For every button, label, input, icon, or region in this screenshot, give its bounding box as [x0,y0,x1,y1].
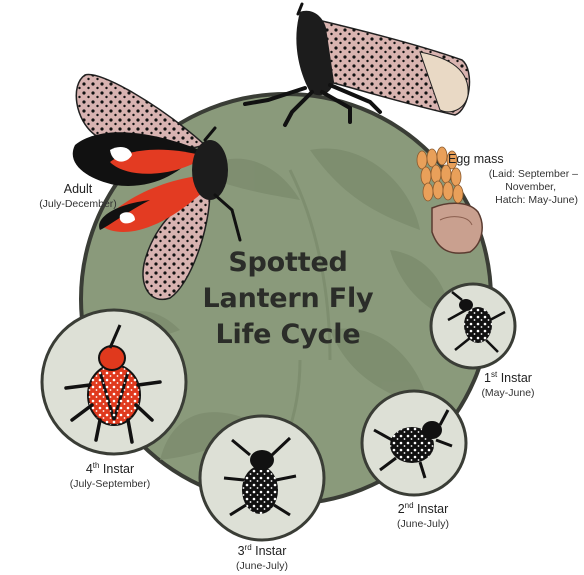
adult-label: Adult (July-December) [28,182,128,211]
instar1-label-dates: (May-June) [458,387,558,400]
instar2-label: 2nd Instar (June-July) [373,502,473,531]
instar3-circle [200,416,324,540]
instar2-circle [362,391,466,495]
title-line-2: Lantern Fly [168,281,408,317]
instar3-ordinal: rd [245,543,252,552]
instar3-label-dates: (June-July) [212,560,312,573]
instar4-word: Instar [99,462,134,476]
instar1-label: 1st Instar (May-June) [458,371,558,400]
instar4-label-name: 4th Instar [50,462,170,478]
instar4-number: 4 [86,462,93,476]
instar4-label-dates: (July-September) [50,478,170,491]
instar3-label-name: 3rd Instar [212,544,312,560]
instar3-word: Instar [252,544,287,558]
adult-label-name: Adult [28,182,128,198]
instar2-label-name: 2nd Instar [373,502,473,518]
instar4-circle [42,310,186,454]
instar2-ordinal: nd [405,501,414,510]
diagram-title: Spotted Lantern Fly Life Cycle [168,245,408,353]
instar1-number: 1 [484,371,491,385]
instar1-word: Instar [497,371,532,385]
instar1-label-name: 1st Instar [458,371,558,387]
instar2-number: 2 [398,502,405,516]
instar3-number: 3 [238,544,245,558]
instar4-label: 4th Instar (July-September) [50,462,170,491]
egg-mass-label: Egg mass (Laid: September – November, Ha… [448,152,578,207]
instar2-word: Instar [414,502,449,516]
egg-mass-label-name: Egg mass [448,152,578,168]
egg-mass-dates-line-3: Hatch: May-June) [448,194,578,207]
title-line-1: Spotted [168,245,408,281]
title-line-3: Life Cycle [168,317,408,353]
instar2-label-dates: (June-July) [373,518,473,531]
instar3-label: 3rd Instar (June-July) [212,544,312,573]
egg-mass-dates-line-1: (Laid: September – [448,168,578,181]
adult-label-dates: (July-December) [28,198,128,211]
egg-mass-dates-line-2: November, [448,181,578,194]
instar1-circle [431,284,515,368]
